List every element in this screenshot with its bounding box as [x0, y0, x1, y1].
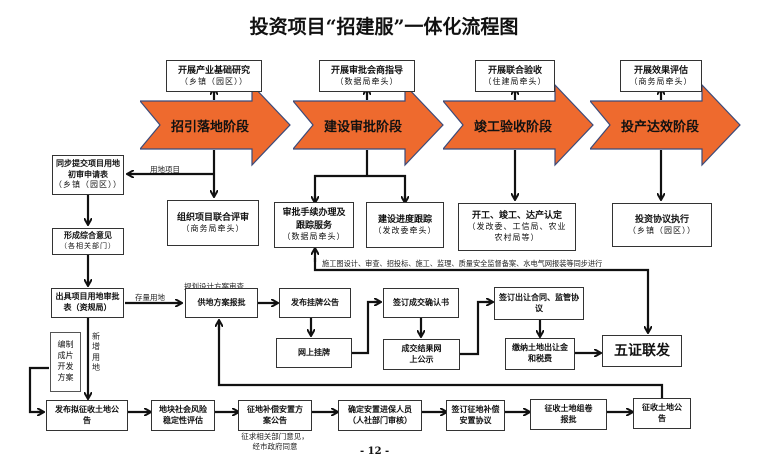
box-completion-cert: 开工、竣工、达产认定 （发改委、工信局、农业农村局等）: [458, 203, 576, 251]
box-title: 五证联发: [614, 342, 670, 359]
box-title: 征地补偿安置方案公告: [247, 404, 303, 425]
box-joint-acceptance: 开展联合验收 （住建局牵头）: [475, 60, 555, 92]
label-parallel-note: 施工图设计、审查、招投标、施工、监理、质量安全监督备案、水电气网报装等同步进行: [322, 259, 603, 268]
box-title: 签订成交确认书: [393, 297, 449, 307]
label-planning-review: 规划设计方案审查: [184, 282, 244, 291]
box-title: 成交结果网上公示: [401, 343, 442, 364]
box-title: 网上挂牌: [298, 347, 330, 357]
box-approval-guidance: 开展审批会商指导 （数据局牵头）: [319, 60, 415, 92]
label-existing-land: 存量用地: [135, 293, 165, 302]
box-result-publicity: 成交结果网上公示: [383, 339, 460, 370]
page-number: - 12 -: [360, 446, 390, 457]
box-compensation-agreement: 签订征地补偿安置协议: [446, 400, 505, 431]
stage-arrow-4: 投产达效阶段: [590, 83, 742, 167]
box-title: 建设进度跟踪: [377, 214, 432, 225]
box-title: 开展联合验收: [487, 65, 542, 76]
box-supply-plan: 供地方案报批: [185, 288, 258, 318]
box-sub: （各相关部门）: [60, 242, 116, 251]
box-listing-notice: 发布挂牌公告: [279, 288, 351, 318]
box-title: 同步提交项目用地初审申请表: [56, 158, 120, 179]
arrow-stage2-split: [313, 174, 407, 202]
box-title: 审批手续办理及跟踪服务: [282, 208, 346, 231]
box-title: 发布挂牌公告: [291, 297, 339, 307]
box-joint-review: 组织项目联合评审 （商务局牵头）: [167, 200, 259, 246]
stage-label: 竣工验收阶段: [473, 119, 552, 135]
box-dev-plan: 编制成片开发方案: [50, 332, 81, 392]
box-title: 投资协议执行: [634, 214, 689, 225]
box-insured-persons: 确定安置进保人员（人社部门审核）: [338, 400, 422, 431]
label-land-project: 用地项目: [150, 165, 180, 174]
box-title: 地块社会风险稳定性评估: [159, 404, 207, 425]
label-solicit-opinion: 征求相关部门意见，经市政府同意: [241, 432, 309, 452]
stage-arrow-3: 竣工验收阶段: [443, 83, 595, 167]
box-title: 形成综合意见: [64, 231, 112, 241]
box-pay-fees: 缴纳土地出让金和税费: [505, 338, 575, 370]
box-title: 开展审批会商指导: [330, 65, 403, 76]
box-sync-submit: 同步提交项目用地初审申请表 （乡镇（园区））: [52, 155, 124, 195]
box-volume-approval: 征收土地组卷报批: [530, 399, 607, 430]
box-online-listing: 网上挂牌: [276, 338, 352, 368]
box-effect-eval: 开展效果评估 （商务局牵头）: [620, 60, 702, 92]
box-sub: （数据局牵头）: [335, 76, 399, 86]
box-title: 开展产业基础研究: [177, 65, 250, 76]
box-title: 征收土地组卷报批: [544, 403, 593, 424]
stage-label: 建设审批阶段: [323, 119, 402, 135]
stage-label: 投产达效阶段: [620, 119, 699, 135]
box-title: 签订征地补偿安置协议: [451, 404, 500, 425]
box-title: 缴纳土地出让金和税费: [512, 343, 568, 363]
box-sub: （数据局牵头）: [282, 231, 346, 241]
box-title: 签订出让合同、监管协议: [499, 292, 579, 313]
box-sub: （乡镇（园区））: [180, 76, 248, 86]
box-opinion: 形成综合意见 （各相关部门）: [52, 228, 124, 255]
box-land-approval: 出具项目用地审批表（资规局）: [51, 288, 124, 318]
box-title: 组织项目联合评审: [176, 212, 249, 223]
box-title: 开工、竣工、达产认定: [471, 211, 562, 222]
box-five-certs: 五证联发: [602, 335, 682, 367]
box-title: 确定安置进保人员（人社部门审核）: [348, 404, 412, 425]
stage-arrow-1: 招引落地阶段: [140, 83, 292, 167]
box-expropriation-notice: 征收土地公告: [633, 398, 691, 429]
box-contract: 签订出让合同、监管协议: [494, 287, 584, 320]
box-title: 发布拟征收土地公告: [55, 404, 119, 425]
box-risk-eval: 地块社会风险稳定性评估: [151, 400, 215, 431]
box-title: 供地方案报批: [197, 297, 246, 307]
stage-label: 招引落地阶段: [170, 119, 249, 135]
box-progress-track: 建设进度跟踪 （发改委牵头）: [366, 202, 444, 248]
arrow-parallel-to-five-certs: [313, 258, 650, 332]
box-sub: （住建局牵头）: [483, 76, 547, 86]
page-title: 投资项目“招建服”一体化流程图: [249, 16, 519, 38]
box-compensation-plan: 征地补偿安置方案公告: [238, 400, 312, 431]
box-sub: （商务局牵头）: [629, 76, 693, 86]
box-title: 开展效果评估: [633, 65, 688, 76]
box-title: 征收土地公告: [642, 402, 682, 423]
box-agreement-exec: 投资协议执行 （乡镇（园区））: [612, 203, 712, 247]
box-sub: （乡镇（园区））: [54, 180, 122, 190]
box-sub: （发改委、工信局、农业农村局等）: [467, 222, 567, 243]
box-title: 编制成片开发方案: [57, 340, 74, 382]
box-sub: （乡镇（园区））: [628, 225, 696, 235]
arrow-expropriation-to-supply: [217, 326, 664, 398]
box-industry-research: 开展产业基础研究 （乡镇（园区））: [166, 60, 262, 92]
box-pre-notice: 发布拟征收土地公告: [46, 400, 128, 431]
box-sub: （发改委牵头）: [373, 225, 437, 235]
box-title: 出具项目用地审批表（资规局）: [55, 292, 120, 312]
box-confirm-letter: 签订成交确认书: [383, 288, 459, 318]
label-new-land: 新增用地: [92, 332, 100, 373]
stage-arrow-2: 建设审批阶段: [293, 83, 445, 167]
box-sub: （商务局牵头）: [181, 223, 245, 233]
box-approval-service: 审批手续办理及跟踪服务 （数据局牵头）: [274, 202, 354, 248]
